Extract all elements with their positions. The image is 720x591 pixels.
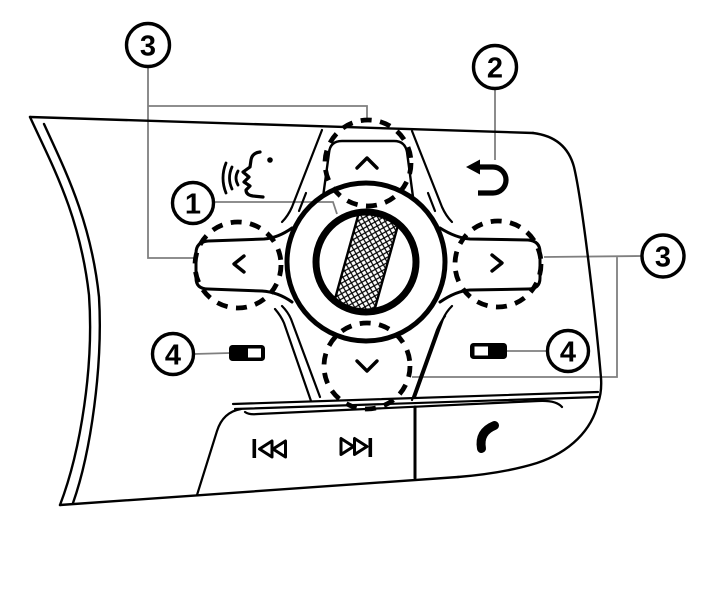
- voice-face-profile: [241, 150, 265, 199]
- leader-callout-3-top: [147, 67, 368, 259]
- callout-4-right-circle: [545, 328, 591, 374]
- volume-rocker-right-icon: [470, 343, 507, 359]
- cross-recess: [273, 128, 454, 403]
- previous-track-icon: [252, 439, 287, 459]
- volume-left-window: [248, 348, 261, 358]
- bar-line-top: [231, 390, 600, 406]
- callout-3-right-label: 3: [655, 242, 671, 274]
- recess-lower-left-edge: [280, 304, 322, 399]
- voice-command-icon: [221, 150, 273, 199]
- callouts: 3 2 1 3 4 4: [124, 21, 686, 377]
- callout-3-right: 3: [640, 233, 686, 279]
- panel-bottom-edge: [58, 475, 460, 507]
- right-button-dashed-circle: [452, 218, 544, 310]
- back-arrow-head: [466, 159, 480, 175]
- callout-4-right: 4: [545, 328, 591, 374]
- dial-outer-ring: [284, 180, 448, 344]
- callout-3-top: 3: [124, 21, 172, 69]
- volume-right-window: [474, 346, 488, 356]
- recess-upper-left-bevel: [297, 191, 308, 213]
- recess-lower-right-bevel: [410, 314, 447, 402]
- center-scroll-dial: [284, 180, 448, 344]
- volume-rocker-left-icon: [229, 345, 265, 361]
- voice-dot: [267, 157, 273, 163]
- leader-callout-3-right: [412, 255, 643, 378]
- next-bar: [368, 438, 373, 457]
- next-triangle-2: [353, 437, 369, 456]
- up-button-dashed-circle: [322, 117, 414, 209]
- callout-4-right-label: 4: [560, 337, 576, 369]
- down-button-dashed-circle: [321, 320, 413, 412]
- back-arrow-hook: [478, 164, 509, 196]
- bottom-bar: [195, 390, 600, 497]
- back-arrow-icon: [466, 159, 509, 196]
- phone-icon: [476, 421, 499, 453]
- left-chevron-icon: [232, 254, 246, 274]
- panel-right-edge: [456, 131, 603, 479]
- dashed-highlights: [192, 117, 544, 412]
- bar-line-bottom: [233, 395, 600, 411]
- callout-3-top-circle: [124, 21, 172, 69]
- up-chevron-icon: [355, 156, 379, 170]
- rim-inner-curve: [42, 122, 101, 505]
- down-chevron-icon: [355, 359, 379, 373]
- callout-4-left-label: 4: [165, 340, 181, 372]
- chevron-glyphs: [232, 156, 504, 373]
- callout-4-left-circle: [150, 331, 196, 377]
- callout-1-label: 1: [185, 189, 201, 221]
- bottom-section-left-edge: [195, 407, 243, 497]
- callout-2: 2: [471, 43, 519, 91]
- recess-upper-right-bevel: [426, 191, 437, 213]
- next-triangle-1: [339, 437, 355, 456]
- prev-bar: [252, 439, 257, 458]
- recess-upper-right-edge: [410, 129, 454, 224]
- callout-1: 1: [170, 180, 216, 226]
- rim-outer-curve: [28, 115, 92, 507]
- wheel-body-outline: [28, 115, 603, 507]
- prev-triangle-2: [271, 439, 287, 459]
- recess-upper-left-edge: [280, 128, 324, 224]
- bar-lip: [243, 399, 564, 416]
- left-button-dashed-circle: [192, 219, 284, 311]
- callout-3-right-circle: [640, 233, 686, 279]
- right-chevron-icon: [490, 253, 504, 273]
- leader-callout-1: [214, 201, 338, 215]
- callout-4-left: 4: [150, 331, 196, 377]
- leader-lines: [147, 67, 643, 378]
- callout-2-circle: [471, 43, 519, 91]
- dial-hatched-band: [326, 215, 407, 309]
- callout-1-circle: [170, 180, 216, 226]
- panel-top-edge: [28, 115, 535, 135]
- voice-waves: [221, 161, 240, 195]
- next-track-icon: [339, 437, 373, 457]
- leader-callout-4-left: [193, 352, 231, 355]
- up-button-plate: [321, 139, 415, 199]
- recess-lower-left-bevel: [273, 307, 313, 403]
- callout-3-top-label: 3: [140, 31, 156, 63]
- callout-2-label: 2: [487, 53, 503, 85]
